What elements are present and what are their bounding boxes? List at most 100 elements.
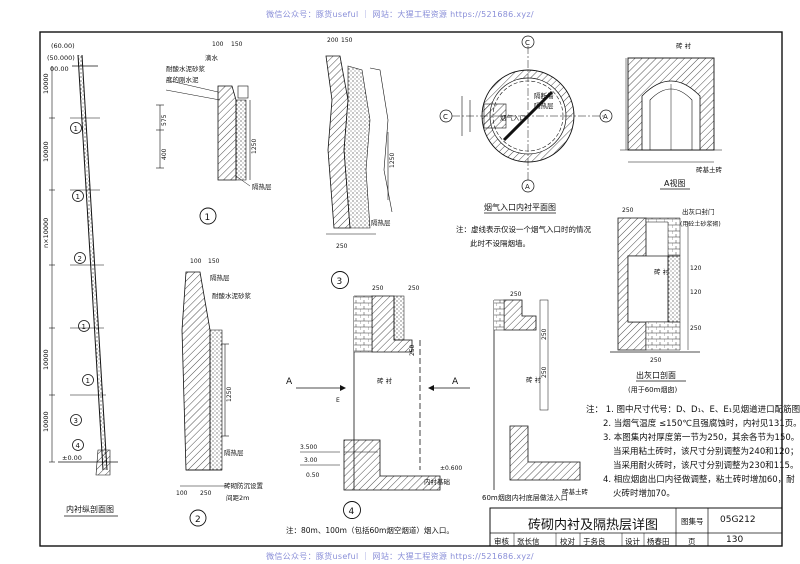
marker-1d: 1 [86, 377, 90, 385]
section-a-drawing [620, 57, 722, 163]
fnd-title: 60m烟囱内衬底层做法入口 [482, 493, 568, 502]
plan-title: 烟气入口内衬平面图 [484, 202, 556, 212]
plan-label-inlet: 烟气入口 [500, 113, 526, 122]
d4-section-a-left: A [286, 377, 293, 387]
d2-dim-1250: 1250 [226, 387, 233, 402]
page-label: 页 [688, 537, 696, 546]
level-top: (60.00) [51, 42, 75, 50]
d2-dim-250: 250 [200, 490, 212, 497]
d4-level-3500: 3.500 [300, 444, 317, 451]
d1-dim-1250: 1250 [251, 139, 258, 154]
watermark-top: 微信公众号：豚货useful ｜ 网站：大猩工程资源 https://52168… [266, 10, 534, 19]
chimney-elevation [49, 54, 118, 476]
marker-4: 4 [76, 442, 81, 450]
name-design: 杨春田 [647, 537, 670, 546]
seg-dim-3: n×10000 [42, 218, 50, 248]
d1-label-mortar: 耐酸水泥砂浆 [166, 64, 206, 73]
ash-dim-250c: 250 [650, 357, 662, 364]
role-check: 校对 [560, 537, 575, 546]
fnd-dim-250c: 250 [541, 366, 548, 378]
d4-level-0600: ±0.600 [440, 465, 462, 472]
d1-label-insulation: 隔热层 [252, 182, 272, 191]
plan-label-wall: 隔断墙 [534, 91, 554, 100]
fnd-label-brick: 砖 衬 [526, 375, 542, 384]
marker-2: 2 [78, 255, 82, 263]
ash-dim-250a: 250 [622, 207, 634, 214]
role-design: 设计 [625, 537, 640, 546]
watermark-bottom: 微信公众号：豚货useful ｜ 网站：大猩工程资源 https://52168… [266, 552, 534, 561]
name-review: 张长信 [517, 537, 540, 546]
d4-label-foundation: 内衬基础 [424, 477, 451, 486]
d2-dim-100: 100 [190, 258, 202, 265]
foundation-drawing [493, 299, 581, 490]
d4-number: 4 [349, 507, 355, 517]
plan-axis-a-right: A [603, 113, 608, 121]
notes-line-2: 2. 当烟气温度 ≤150℃且强腐蚀时，内衬见131页。 [603, 419, 800, 429]
ash-label-door: 出灰口封门 [682, 207, 715, 216]
notes-line-3: 3. 本图集内衬厚度第一节为250，其余各节为150。 [603, 433, 800, 443]
title-block [489, 507, 783, 547]
notes-line-6: 4. 相应烟囱出口内径做调整，粘土砖时增加60，耐 [603, 475, 795, 485]
ash-dim-120a: 120 [690, 265, 702, 272]
ash-dim-250b: 250 [690, 325, 702, 332]
d2-dim-150: 150 [208, 258, 220, 265]
d3-label-insulation: 隔热层 [371, 218, 391, 227]
d1-dim-150: 150 [231, 41, 243, 48]
d3-dim-1250: 1250 [389, 153, 396, 168]
fnd-dim-250a: 250 [510, 291, 522, 298]
marker-3: 3 [74, 417, 78, 425]
ash-dim-120b: 120 [690, 289, 702, 296]
seg-dim-1: 10000 [42, 73, 50, 94]
d4-section-a-right: A [452, 377, 459, 387]
marker-1a: 1 [74, 125, 78, 133]
d3-number: 3 [337, 277, 343, 287]
marker-1c: 1 [82, 323, 86, 331]
d2-label-corbel: 砖砌防沉设置 [224, 481, 264, 490]
ash-opening-drawing [610, 217, 700, 353]
d1-dim-100: 100 [212, 41, 224, 48]
elevation-title: 内衬纵剖面图 [66, 504, 114, 514]
d4-dim-250c: 250 [409, 344, 416, 356]
marker-1b: 1 [76, 193, 80, 201]
detail-1-drawing [156, 79, 251, 225]
notes-line-1: 注： 1. 图中尺寸代号：D、D₁、E、E₁见烟道进口配筋图。 [586, 405, 800, 415]
seg-dim-4: 10000 [42, 349, 50, 370]
notes-line-7: 火砖时增加70。 [613, 489, 675, 499]
d2-label-insulation-top: 隔热层 [210, 273, 230, 282]
d2-dim-100b: 100 [176, 490, 188, 497]
plan-axis-c-left: C [443, 113, 448, 121]
plan-drawing [439, 35, 613, 193]
ash-subtitle: (用于60m烟囱) [628, 385, 677, 394]
sheet-frame [39, 31, 783, 547]
d4-label-brick: 砖 衬 [377, 376, 393, 385]
d1-label-drip: 滴水 [205, 53, 219, 62]
notes-line-4: 当采用粘土砖时，该尺寸分别调整为240和120； [613, 447, 799, 457]
plan-axis-c-top: C [525, 39, 530, 47]
d4-level-050: 0.50 [306, 472, 320, 479]
a-view-label-base: 砖基土砖 [696, 165, 723, 174]
a-view-title: A视图 [664, 178, 685, 188]
bottom-note: 注：80m、100m（包括60m烟空烟道）烟入口。 [286, 526, 454, 535]
detail-3-drawing [325, 55, 393, 289]
d2-label-mortar: 耐酸水泥砂浆 [212, 291, 252, 300]
level-2: (50.000) [47, 54, 75, 62]
fnd-dim-250b: 250 [541, 328, 548, 340]
d2-number: 2 [195, 515, 201, 525]
d1-dim-400: 400 [161, 148, 168, 160]
d4-dim-250a: 250 [372, 285, 384, 292]
d4-dim-e: E [336, 397, 340, 404]
level-3: 00.00 [50, 65, 69, 73]
page-number: 130 [726, 535, 744, 545]
seg-dim-2: 10000 [42, 141, 50, 162]
name-check: 于务良 [583, 537, 606, 546]
d1-dim-575: 575 [161, 114, 168, 126]
d4-level-300: 3.00 [304, 457, 318, 464]
plan-note-1: 注：虚线表示仅设一个烟气入口时的情况 [456, 224, 591, 234]
detail-4-drawing [296, 295, 470, 519]
role-review: 审核 [494, 537, 509, 546]
fnd-label-base: 砖基土砖 [562, 487, 589, 496]
ash-label-mortar: (用砼土砂浆砌) [680, 220, 721, 228]
sheet-title: 砖砌内衬及隔热层详图 [528, 518, 659, 533]
plan-axis-a-bottom: A [525, 183, 530, 191]
